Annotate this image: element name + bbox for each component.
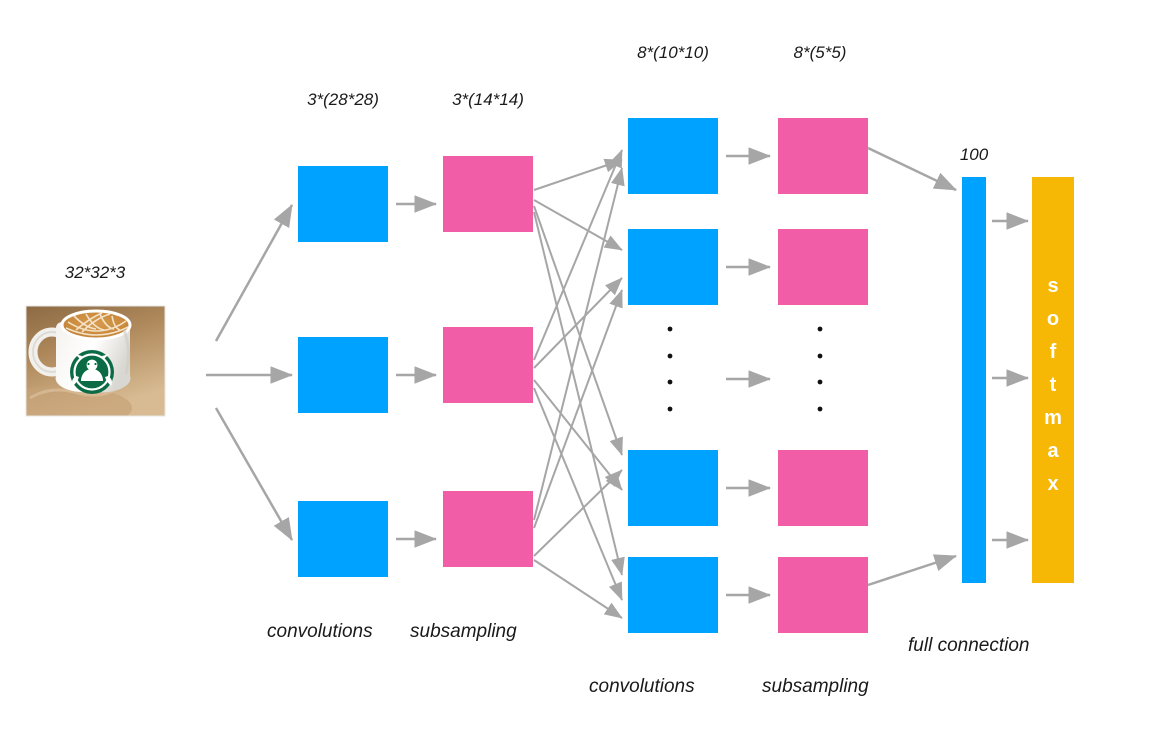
input-to-conv1-arrows [206,204,294,541]
conn-p1c-c2c [533,469,623,557]
softmax-letter-o: o [1047,308,1059,330]
conv1-layer [298,166,388,577]
conn-p1a-c2d [533,211,625,576]
conv1-to-pool1-arrows [396,195,437,548]
input-image [25,305,166,417]
conn-p1a-c2a [533,158,623,191]
pool1-feature-map-2 [443,327,533,403]
caption-convolutions-row1: convolutions [267,621,373,642]
pool2-feature-map-3 [778,450,868,526]
pool2-feature-map-1 [778,118,868,194]
pool1-feature-map-3 [443,491,533,567]
softmax-letter-f: f [1050,341,1057,363]
conn-p1c-c2d [533,559,623,619]
conn-p1b-c2a [533,149,623,361]
conv1-label: 3*(28*28) [307,90,379,109]
conv2-feature-map-3 [628,450,718,526]
conv1-feature-map-2 [298,337,388,413]
conv1-feature-map-1 [298,166,388,242]
fc-label: 100 [960,145,989,164]
softmax-letter-x: x [1047,473,1058,495]
caption-full-connection: full connection [908,635,1029,656]
conv2-to-pool2-arrows [726,147,771,604]
conv2-ellipsis [667,326,673,412]
pool2-ellipsis [817,326,823,412]
conn-p1a-c2c [533,205,623,456]
pool2-label: 8*(5*5) [794,43,847,62]
conn-p1b-c2d [533,387,623,601]
caption-subsampling-row2: subsampling [762,676,869,697]
softmax-block [1032,177,1074,583]
conv2-feature-map-1 [628,118,718,194]
conv2-feature-map-4 [628,557,718,633]
arrow-input-conv1-c [214,407,294,541]
softmax-letter-a: a [1047,440,1059,462]
pool2-to-fc-connections [867,146,957,587]
fully-connected-layer [962,177,986,583]
pool2-feature-map-2 [778,229,868,305]
caption-convolutions-row2: convolutions [589,676,695,697]
conv1-feature-map-3 [298,501,388,577]
conn-p1a-c2b [533,199,623,251]
fc-to-softmax-arrows [992,212,1029,549]
softmax-letter-m: m [1044,407,1062,429]
conn-p1b-c2b [533,277,623,369]
conn-p1c-c2b [533,289,623,529]
conv2-label: 8*(10*10) [637,43,709,62]
softmax-letter-s: s [1047,275,1058,297]
arrow-input-conv1-a [214,204,294,342]
softmax-layer: s o f t m a x [1032,177,1074,583]
conv2-layer [628,118,718,633]
softmax-letter-t: t [1050,374,1057,396]
arrow-pool2-fc-top [867,146,957,192]
pool2-feature-map-4 [778,557,868,633]
pool1-to-conv2-connections [533,149,625,619]
caption-subsampling-row1: subsampling [410,621,517,642]
pool1-layer [443,156,533,567]
pool1-label: 3*(14*14) [452,90,524,109]
pool1-feature-map-1 [443,156,533,232]
pool2-layer [778,118,868,633]
input-label: 32*32*3 [65,263,126,282]
arrow-pool2-fc-bottom [867,554,957,587]
conv2-feature-map-2 [628,229,718,305]
conn-p1c-c2a [533,167,625,521]
